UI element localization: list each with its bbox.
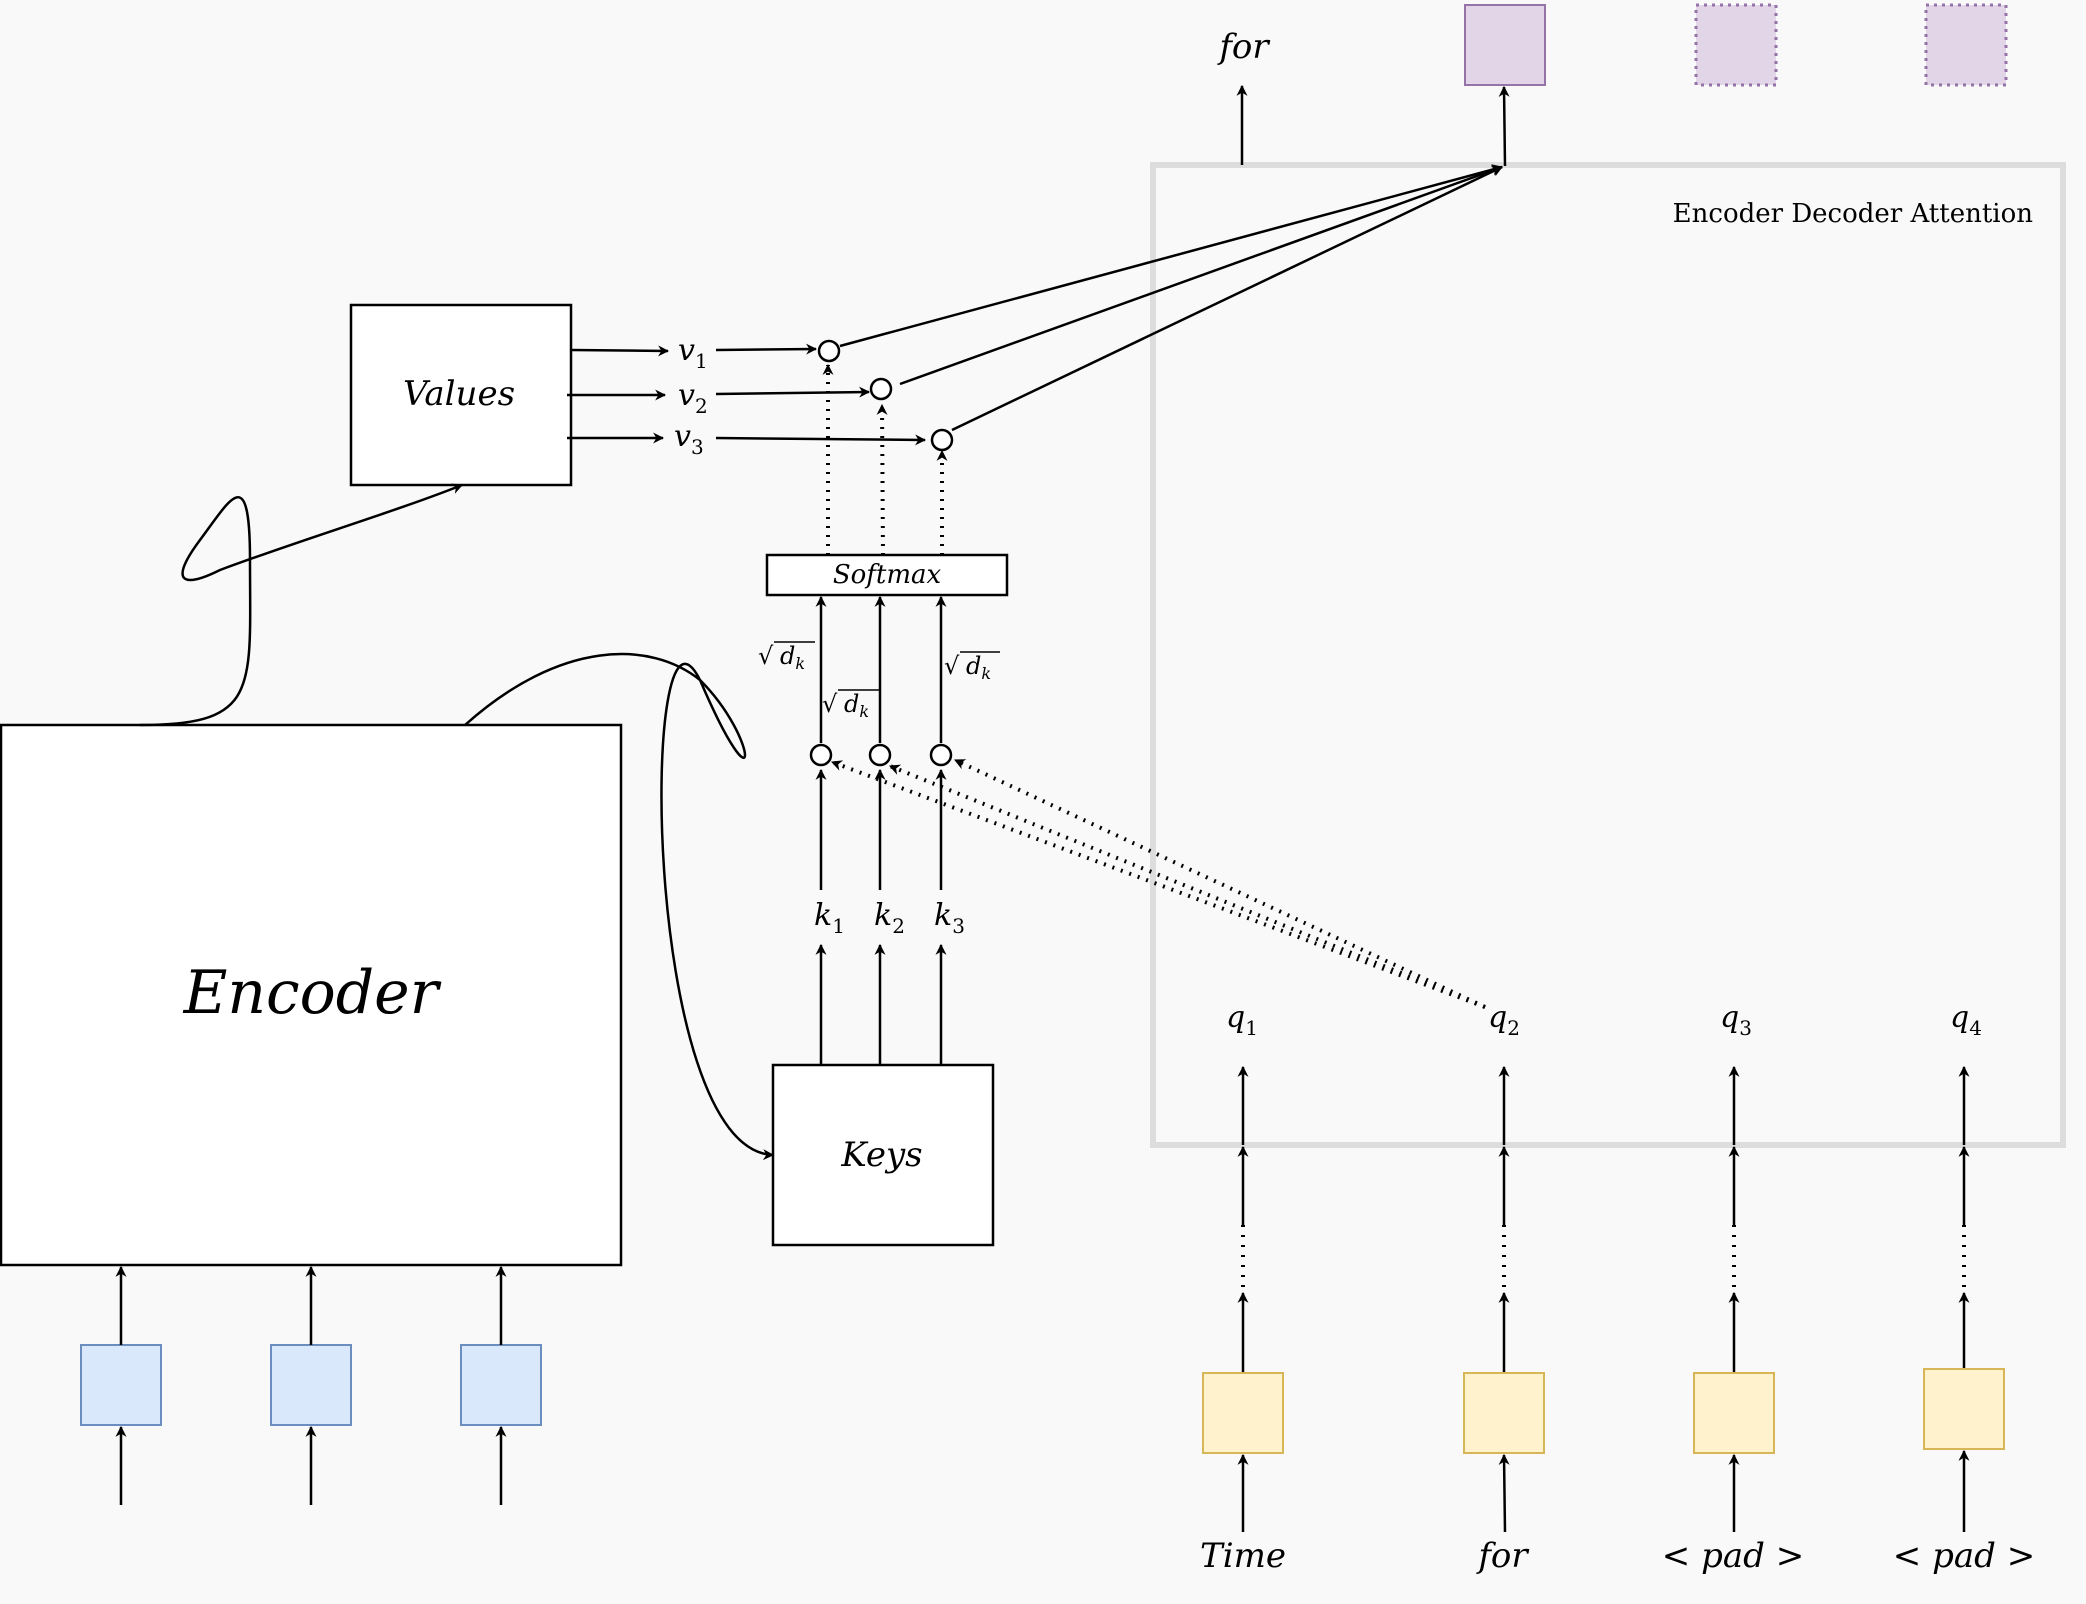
decoder-token (1923, 1368, 2005, 1450)
scale-label: √ dk (822, 689, 879, 721)
attention-panel-title: Encoder Decoder Attention (1673, 199, 2034, 229)
softmax-box (765, 553, 1009, 597)
svg-text:dk: dk (966, 652, 991, 683)
value-to-multiply-arrow (715, 343, 818, 355)
encoder-token (270, 1344, 352, 1426)
encoder-to-values-curve (139, 483, 464, 727)
svg-text:dk: dk (844, 690, 869, 721)
query-label: q2 (1488, 1000, 1520, 1040)
keys-box-label: Keys (840, 1135, 922, 1175)
value-vector-label: v2 (678, 378, 708, 418)
decoder-token (1202, 1372, 1284, 1454)
query-dot-product-arrow (954, 758, 1486, 1009)
key-vector-label: k3 (934, 898, 965, 938)
output-arrow (1498, 85, 1510, 167)
query-dot-product-arrow (888, 764, 1486, 1009)
output-word: for (1216, 27, 1270, 67)
weighted-value-line (839, 164, 1504, 348)
weighted-value-line (899, 165, 1504, 386)
value-to-multiply-arrow (715, 434, 927, 446)
query-label: q3 (1720, 1000, 1752, 1040)
dot-product-node (868, 743, 892, 767)
key-vector-label: k1 (814, 898, 845, 938)
scale-label: √ dk (758, 641, 815, 673)
value-to-multiply-arrow (715, 386, 871, 398)
multiply-node (817, 339, 841, 363)
softmax-weight-arrow (876, 403, 888, 556)
decoder-input-word: < pad > (1893, 1536, 2035, 1576)
key-vector-label: k2 (874, 898, 905, 938)
svg-text:√: √ (944, 652, 960, 680)
attention-panel (1150, 162, 2066, 1148)
decoder-input-word: Time (1200, 1536, 1286, 1576)
decoder-column (1498, 1065, 1510, 1533)
query-label: q1 (1226, 1000, 1258, 1040)
values-box-label: Values (403, 374, 515, 414)
decoder-input-word: for (1475, 1536, 1529, 1576)
output-token-box (1464, 4, 1546, 86)
query-dot-product-arrow (830, 760, 1486, 1009)
scale-label: √ dk (944, 651, 1000, 683)
output-token-box-pending (1924, 3, 2008, 87)
decoder-input-word: < pad > (1662, 1536, 1804, 1576)
svg-text:dk: dk (780, 642, 805, 673)
encoder-label: Encoder (183, 958, 442, 1028)
svg-text:√: √ (758, 642, 774, 670)
softmax-label: Softmax (833, 560, 942, 590)
svg-text:√: √ (822, 690, 838, 718)
encoder-box (0, 723, 623, 1267)
encoder-token (460, 1344, 542, 1426)
multiply-node (869, 377, 893, 401)
value-vector-label: v1 (678, 333, 708, 373)
decoder-token (1693, 1372, 1775, 1454)
weighted-value-line (951, 165, 1503, 432)
value-arrow (570, 345, 670, 357)
decoder-token (1463, 1372, 1545, 1454)
multiply-node (930, 428, 954, 452)
encoder-to-keys-curve (464, 652, 775, 1161)
encoder-token (80, 1344, 162, 1426)
query-label: q4 (1950, 1000, 1982, 1040)
output-token-box-pending (1694, 3, 1778, 87)
dot-product-node (809, 743, 833, 767)
value-vector-label: v3 (674, 419, 704, 459)
dot-product-node (929, 743, 953, 767)
keys-box (771, 1063, 995, 1247)
